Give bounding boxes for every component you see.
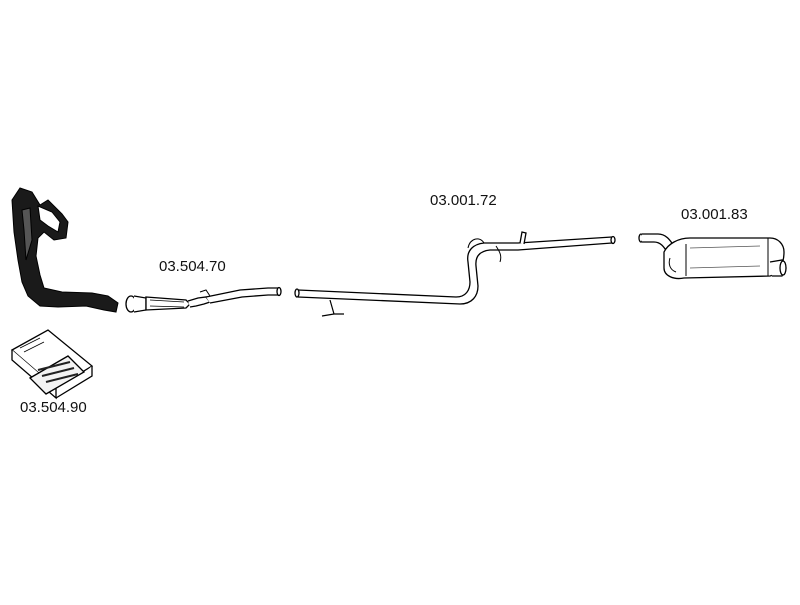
part-number-front-pipe: 03.504.70 [159,258,226,275]
middle-pipe-drawing [294,231,616,317]
part-number-rear-silencer: 03.001.83 [681,206,748,223]
rear-silencer-drawing [638,233,787,280]
part-number-middle-pipe: 03.001.72 [430,192,497,209]
fitting-kit-box [10,329,94,400]
part-number-fitting-kit: 03.504.90 [20,399,87,416]
exhaust-manifold [11,187,119,313]
front-pipe-drawing [125,286,282,313]
